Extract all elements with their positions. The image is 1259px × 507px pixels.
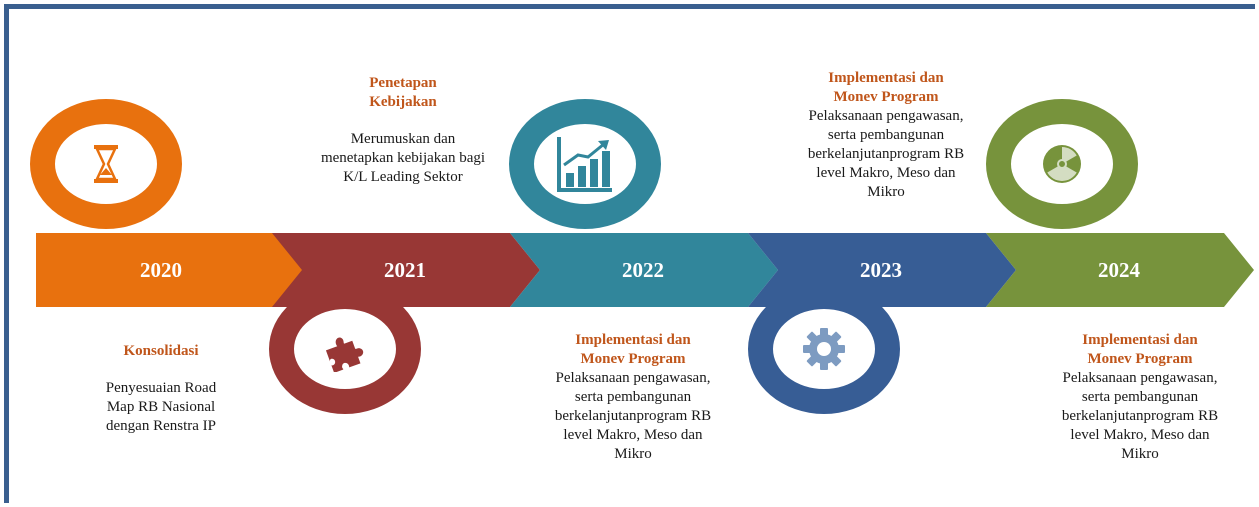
year-label-2023: 2023 bbox=[860, 258, 902, 282]
ring-2024 bbox=[986, 99, 1138, 229]
arrow-2024 bbox=[986, 233, 1254, 307]
arrow-2020 bbox=[36, 233, 303, 307]
radiation-icon bbox=[1043, 145, 1081, 183]
stage-2021-title: Penetapan Kebijakan bbox=[369, 75, 437, 110]
stage-2022-block: Implementasi dan Monev Program Pelaksana… bbox=[548, 331, 718, 464]
stage-2022-title: Implementasi dan Monev Program bbox=[575, 332, 691, 367]
diagram-frame bbox=[4, 4, 1255, 503]
year-label-2022: 2022 bbox=[622, 258, 664, 282]
arrow-2021 bbox=[272, 233, 540, 307]
stage-2021-desc: Merumuskan dan menetapkan kebijakan bagi… bbox=[320, 131, 486, 185]
year-label-2024: 2024 bbox=[1098, 258, 1140, 282]
stage-2024-block: Implementasi dan Monev Program Pelaksana… bbox=[1055, 331, 1225, 464]
stage-2022-desc: Pelaksanaan pengawasan, serta pembanguna… bbox=[554, 370, 712, 462]
stage-2020-block: Konsolidasi Penyesuaian Road Map RB Nasi… bbox=[86, 342, 236, 436]
stage-2023-desc: Pelaksanaan pengawasan, serta pembanguna… bbox=[807, 108, 965, 200]
ring-2020 bbox=[30, 99, 182, 229]
ring-2022 bbox=[509, 99, 661, 229]
bar-chart-growth-icon bbox=[557, 137, 612, 192]
puzzle-icon bbox=[325, 337, 364, 372]
gear-icon bbox=[803, 328, 845, 370]
stage-2023-title: Implementasi dan Monev Program bbox=[828, 70, 944, 105]
arrow-2023 bbox=[748, 233, 1016, 307]
stage-2023-block: Implementasi dan Monev Program Pelaksana… bbox=[801, 69, 971, 202]
stage-2020-title: Konsolidasi bbox=[123, 343, 199, 359]
arrow-2022 bbox=[510, 233, 778, 307]
year-label-2021: 2021 bbox=[384, 258, 426, 282]
stage-2021-block: Penetapan Kebijakan Merumuskan dan menet… bbox=[318, 74, 488, 187]
stage-2024-title: Implementasi dan Monev Program bbox=[1082, 332, 1198, 367]
year-label-2020: 2020 bbox=[140, 258, 182, 282]
stage-2020-desc: Penyesuaian Road Map RB Nasional dengan … bbox=[105, 380, 217, 434]
hourglass-icon bbox=[94, 145, 118, 183]
stage-2024-desc: Pelaksanaan pengawasan, serta pembanguna… bbox=[1061, 370, 1219, 462]
